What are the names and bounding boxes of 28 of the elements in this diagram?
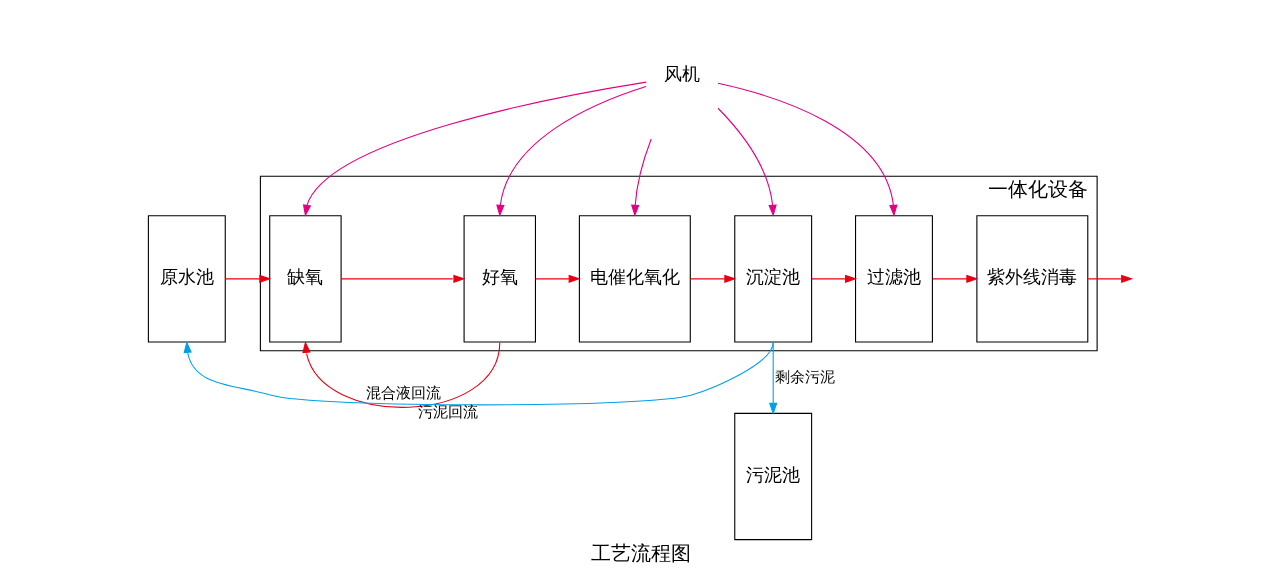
arrow — [768, 341, 778, 415]
node-box: 电催化氧化 — [578, 215, 691, 343]
node-box: 紫外线消毒 — [976, 215, 1089, 343]
edge-label: 混合液回流 — [365, 383, 441, 402]
arrow — [340, 274, 466, 284]
arrow — [183, 340, 774, 406]
node-box: 过滤池 — [855, 215, 933, 343]
arrow — [717, 82, 898, 217]
caption: 工艺流程图 — [590, 541, 691, 565]
node-text: 风机 — [664, 63, 701, 84]
node-box: 污泥池 — [734, 412, 813, 541]
arrow — [811, 274, 858, 284]
arrow — [1087, 274, 1134, 284]
arrow — [496, 85, 647, 217]
edge-label: 污泥回流 — [418, 403, 479, 422]
node-box: 缺氧 — [269, 215, 342, 343]
node-box: 原水池 — [147, 215, 226, 343]
arrow — [302, 340, 501, 408]
arrow — [717, 107, 777, 217]
edge-label: 剩余污泥 — [775, 367, 836, 386]
arrow — [630, 138, 652, 217]
arrow — [932, 274, 979, 284]
arrow — [689, 274, 737, 284]
arrow — [224, 274, 272, 284]
arrow — [535, 274, 581, 284]
node-box: 好氧 — [463, 215, 536, 343]
node-box: 沉淀池 — [734, 215, 813, 343]
arrow — [302, 81, 647, 217]
